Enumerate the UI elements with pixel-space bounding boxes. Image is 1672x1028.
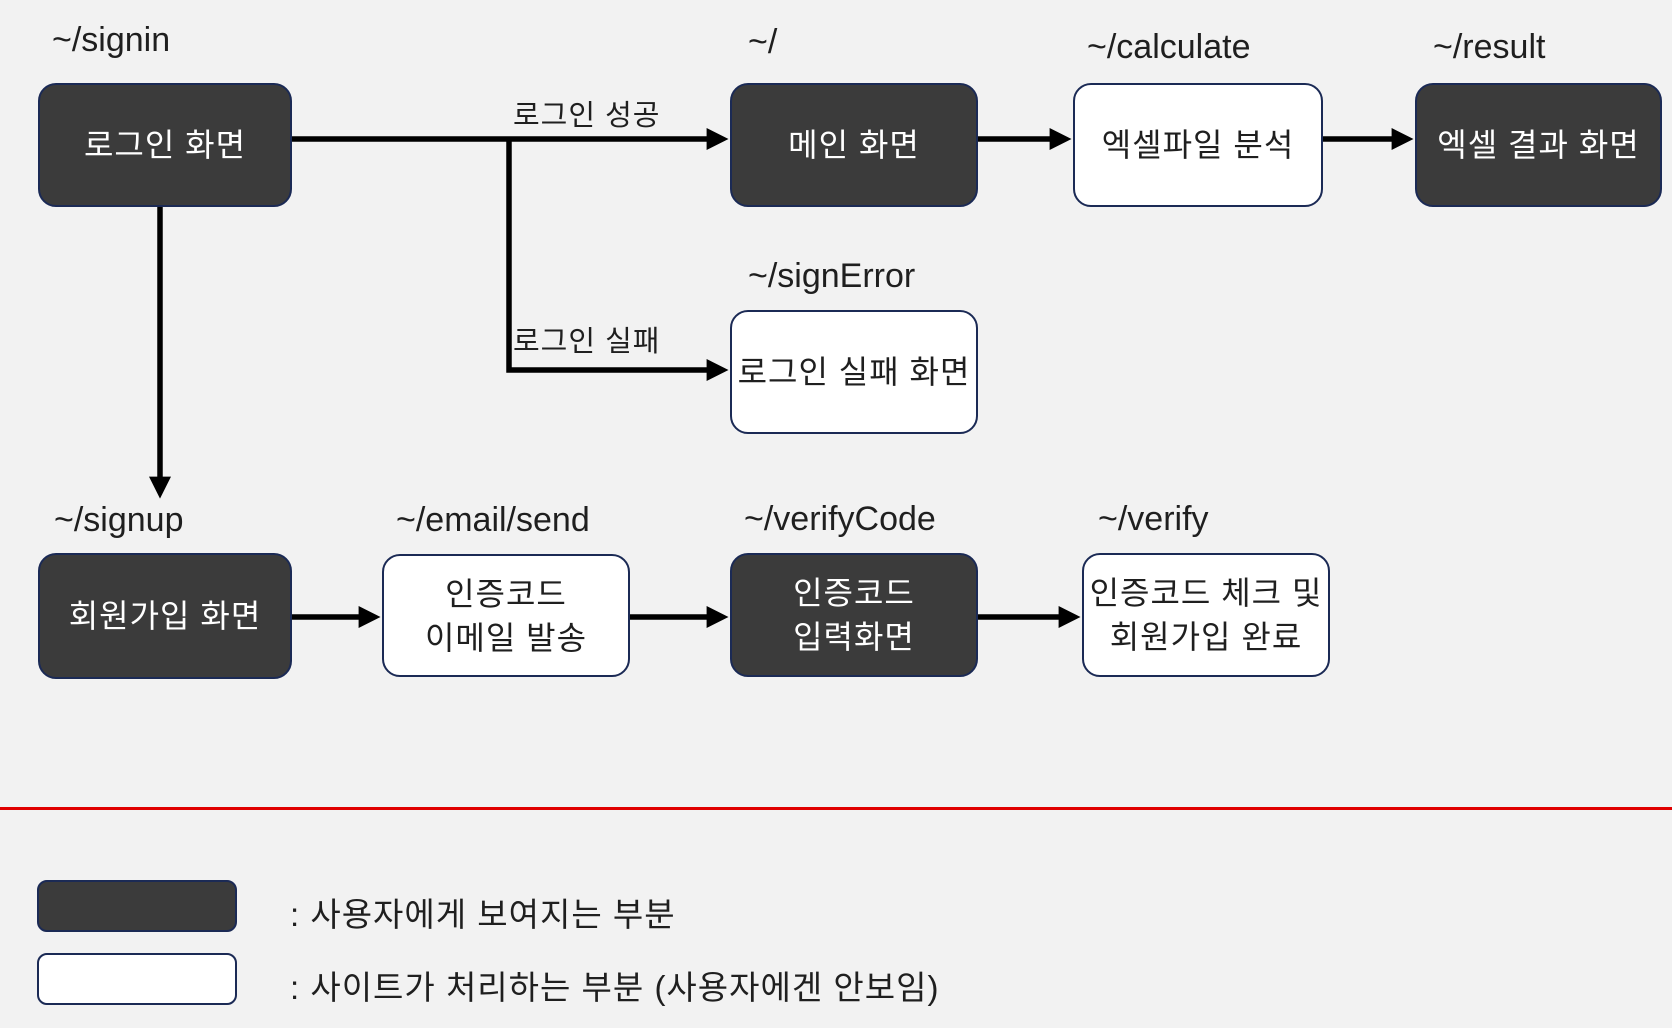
node-login-screen: ~/signin 로그인 화면	[38, 21, 292, 207]
route-label-verifycode: ~/verifyCode	[744, 500, 936, 538]
node-excel-analyze: ~/calculate 엑셀파일 분석	[1073, 28, 1323, 207]
node-box: 회원가입 화면	[38, 553, 292, 679]
route-label-result: ~/result	[1433, 28, 1546, 66]
route-label-calculate: ~/calculate	[1087, 28, 1251, 66]
node-box: 로그인 화면	[38, 83, 292, 207]
node-box: 메인 화면	[730, 83, 978, 207]
node-box: 인증코드 이메일 발송	[382, 554, 630, 677]
route-label-email-send: ~/email/send	[396, 501, 590, 539]
node-label: 엑셀 결과 화면	[1437, 127, 1640, 163]
node-verify-complete: ~/verify 인증코드 체크 및 회원가입 완료	[1082, 500, 1330, 677]
legend-text-user-visible: : 사용자에게 보여지는 부분	[290, 896, 676, 933]
node-box: 인증코드 체크 및 회원가입 완료	[1082, 553, 1330, 677]
route-label-signin: ~/signin	[52, 21, 171, 59]
node-login-fail-screen: ~/signError 로그인 실패 화면	[730, 257, 978, 434]
route-label-verify: ~/verify	[1098, 500, 1209, 538]
route-label-signup: ~/signup	[54, 501, 184, 539]
route-label-signerror: ~/signError	[748, 257, 916, 295]
edge-label-login-success: 로그인 성공	[513, 100, 661, 132]
node-box: 엑셀파일 분석	[1073, 83, 1323, 207]
arrow-login-fail-branch	[506, 139, 729, 381]
node-label: 엑셀파일 분석	[1101, 127, 1295, 163]
node-label-line2: 회원가입 완료	[1109, 619, 1303, 655]
section-divider-line	[0, 807, 1672, 810]
node-box: 엑셀 결과 화면	[1415, 83, 1662, 207]
node-main-screen: ~/ 메인 화면	[730, 23, 978, 207]
node-box: 인증코드 입력화면	[730, 553, 978, 677]
node-label: 회원가입 화면	[68, 598, 262, 634]
node-label-line1: 인증코드	[793, 575, 915, 611]
legend-swatch-user-visible	[37, 880, 237, 932]
node-email-send: ~/email/send 인증코드 이메일 발송	[382, 501, 630, 677]
node-signup-screen: ~/signup 회원가입 화면	[38, 501, 292, 679]
legend-swatch-site-processed	[37, 953, 237, 1005]
route-label-root: ~/	[748, 23, 778, 61]
node-label-line1: 인증코드 체크 및	[1089, 575, 1323, 611]
node-box: 로그인 실패 화면	[730, 310, 978, 434]
node-label: 메인 화면	[788, 127, 920, 163]
node-label: 로그인 실패 화면	[737, 354, 971, 390]
legend-text-site-processed: : 사이트가 처리하는 부분 (사용자에겐 안보임)	[290, 969, 940, 1006]
node-excel-result: ~/result 엑셀 결과 화면	[1415, 28, 1662, 207]
edge-label-login-fail: 로그인 실패	[513, 326, 661, 358]
node-label-line1: 인증코드	[445, 575, 567, 612]
node-verify-code-input: ~/verifyCode 인증코드 입력화면	[730, 500, 978, 677]
node-label-line2: 입력화면	[793, 619, 915, 655]
node-label-line2: 이메일 발송	[424, 619, 588, 656]
node-label: 로그인 화면	[83, 127, 247, 163]
